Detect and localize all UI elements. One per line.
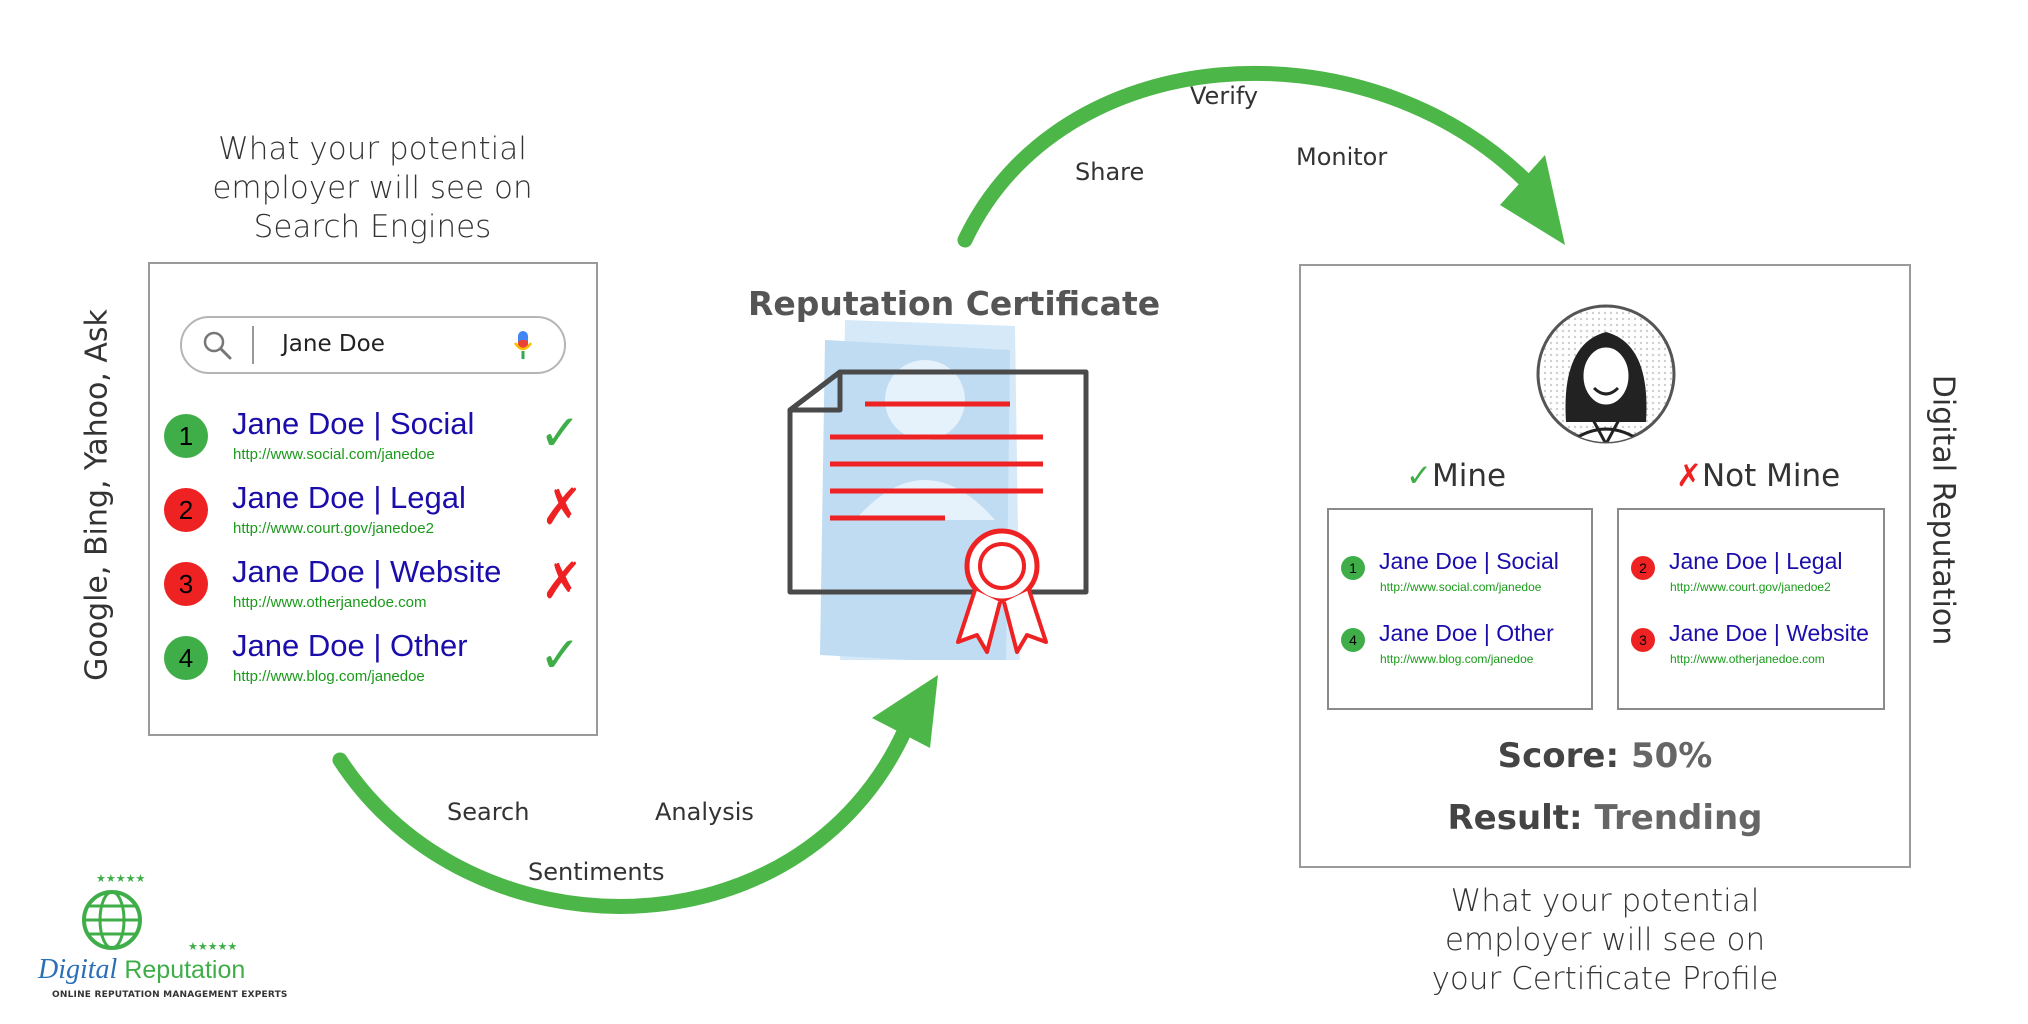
microphone-icon[interactable] [512, 329, 534, 361]
flow-label-verify: Verify [1190, 82, 1259, 110]
result-url[interactable]: http://www.social.com/janedoe [233, 446, 435, 463]
result-url[interactable]: http://www.court.gov/janedoe2 [1670, 580, 1831, 594]
result-title[interactable]: Jane Doe | Legal [232, 480, 466, 515]
not-mine-heading: ✗Not Mine [1676, 458, 1840, 494]
certificate-title: Reputation Certificate [748, 284, 1161, 323]
left-caption-line: employer will see on [212, 170, 533, 206]
result-number: 1 [164, 414, 208, 458]
bottom-arrow-head [872, 675, 938, 748]
engines-label: Google, Bing, Yahoo, Ask [79, 309, 115, 681]
result-number: 2 [1631, 556, 1655, 580]
svg-text:★★★★★: ★★★★★ [96, 872, 145, 885]
right-caption-line: your Certificate Profile [1431, 961, 1779, 997]
right-caption: What your potential employer will see on… [1395, 882, 1815, 999]
result-url[interactable]: http://www.court.gov/janedoe2 [233, 520, 434, 537]
result-title[interactable]: Jane Doe | Website [232, 554, 502, 589]
flow-label-share: Share [1075, 158, 1145, 186]
logo-name-part2: Reputation [124, 956, 246, 984]
not-mine-result-item[interactable]: 3 Jane Doe | Website http://www.otherjan… [1631, 620, 1879, 678]
result-url[interactable]: http://www.blog.com/janedoe [233, 668, 425, 685]
score-label: Score: [1497, 736, 1620, 776]
result-number: 1 [1341, 556, 1365, 580]
score-value: 50% [1630, 736, 1713, 776]
result-item[interactable]: 1 Jane Doe | Social http://www.social.co… [164, 406, 584, 480]
result-title[interactable]: Jane Doe | Social [1379, 548, 1559, 574]
certificate-profile-panel: ✓Mine ✗Not Mine 1 Jane Doe | Social http… [1299, 264, 1911, 868]
not-mine-results-box: 2 Jane Doe | Legal http://www.court.gov/… [1617, 508, 1885, 710]
certificate-icon [787, 320, 1089, 660]
check-icon: ✓ [539, 626, 581, 684]
result-number: 4 [1341, 628, 1365, 652]
result-title[interactable]: Jane Doe | Legal [1669, 548, 1843, 574]
mine-label: Mine [1431, 458, 1507, 494]
result-item[interactable]: 4 Jane Doe | Other http://www.blog.com/j… [164, 628, 584, 702]
left-caption: What your potential employer will see on… [175, 130, 570, 247]
top-flow-arrow [957, 65, 1533, 248]
result-line: Result: Trending [1301, 798, 1909, 838]
engines-label-wrap: Google, Bing, Yahoo, Ask [72, 309, 122, 681]
result-title[interactable]: Jane Doe | Social [232, 406, 475, 441]
left-caption-line: Search Engines [253, 209, 492, 245]
check-icon: ✓ [539, 404, 581, 462]
top-arrow-head [1500, 155, 1565, 245]
cross-icon: ✗ [541, 478, 583, 536]
not-mine-result-item[interactable]: 2 Jane Doe | Legal http://www.court.gov/… [1631, 548, 1879, 606]
result-url[interactable]: http://www.social.com/janedoe [1380, 580, 1542, 594]
flow-label-sentiments: Sentiments [528, 858, 665, 886]
result-number: 4 [164, 636, 208, 680]
result-url[interactable]: http://www.otherjanedoe.com [1670, 652, 1825, 666]
result-url[interactable]: http://www.otherjanedoe.com [233, 594, 427, 611]
mine-results-box: 1 Jane Doe | Social http://www.social.co… [1327, 508, 1593, 710]
mine-result-item[interactable]: 1 Jane Doe | Social http://www.social.co… [1341, 548, 1586, 606]
result-number: 2 [164, 488, 208, 532]
globe-logo-icon: ★★★★★ ★★★★★ [82, 872, 237, 953]
digital-reputation-label-wrap: Digital Reputation [1918, 300, 1968, 720]
result-value: Trending [1594, 798, 1763, 838]
result-title[interactable]: Jane Doe | Other [232, 628, 468, 663]
cross-icon: ✗ [541, 552, 583, 610]
flow-label-analysis: Analysis [655, 798, 754, 826]
logo-tagline: ONLINE REPUTATION MANAGEMENT EXPERTS [52, 990, 288, 1000]
search-divider [252, 326, 254, 364]
result-number: 3 [164, 562, 208, 606]
flow-label-search: Search [447, 798, 530, 826]
result-title[interactable]: Jane Doe | Website [1669, 620, 1869, 646]
svg-text:★★★★★: ★★★★★ [188, 940, 237, 953]
logo-name-part1: Digital [38, 954, 118, 985]
result-number: 3 [1631, 628, 1655, 652]
result-label: Result: [1447, 798, 1583, 838]
search-icon[interactable] [202, 330, 232, 360]
score-line: Score: 50% [1301, 736, 1909, 776]
right-caption-line: employer will see on [1444, 922, 1766, 958]
bottom-flow-arrow [332, 722, 913, 914]
logo-name: Digital Reputation [38, 954, 245, 986]
cross-icon: ✗ [1676, 458, 1702, 494]
digital-reputation-label: Digital Reputation [1925, 374, 1961, 646]
result-item[interactable]: 2 Jane Doe | Legal http://www.court.gov/… [164, 480, 584, 554]
mine-heading: ✓Mine [1406, 458, 1506, 494]
check-icon: ✓ [1406, 458, 1432, 494]
result-item[interactable]: 3 Jane Doe | Website http://www.otherjan… [164, 554, 584, 628]
right-caption-line: What your potential [1450, 883, 1760, 919]
result-url[interactable]: http://www.blog.com/janedoe [1380, 652, 1534, 666]
search-results-panel: Jane Doe 1 Jane Doe | Social http://www.… [148, 262, 598, 736]
flow-label-monitor: Monitor [1296, 143, 1388, 171]
search-query[interactable]: Jane Doe [282, 331, 385, 357]
not-mine-label: Not Mine [1701, 458, 1841, 494]
avatar [1536, 304, 1676, 444]
company-logo: ★★★★★ ★★★★★ Digital Reputation ONLINE RE… [38, 868, 287, 1008]
search-bar[interactable]: Jane Doe [180, 316, 566, 374]
mine-result-item[interactable]: 4 Jane Doe | Other http://www.blog.com/j… [1341, 620, 1586, 678]
left-caption-line: What your potential [218, 131, 527, 167]
result-title[interactable]: Jane Doe | Other [1379, 620, 1554, 646]
